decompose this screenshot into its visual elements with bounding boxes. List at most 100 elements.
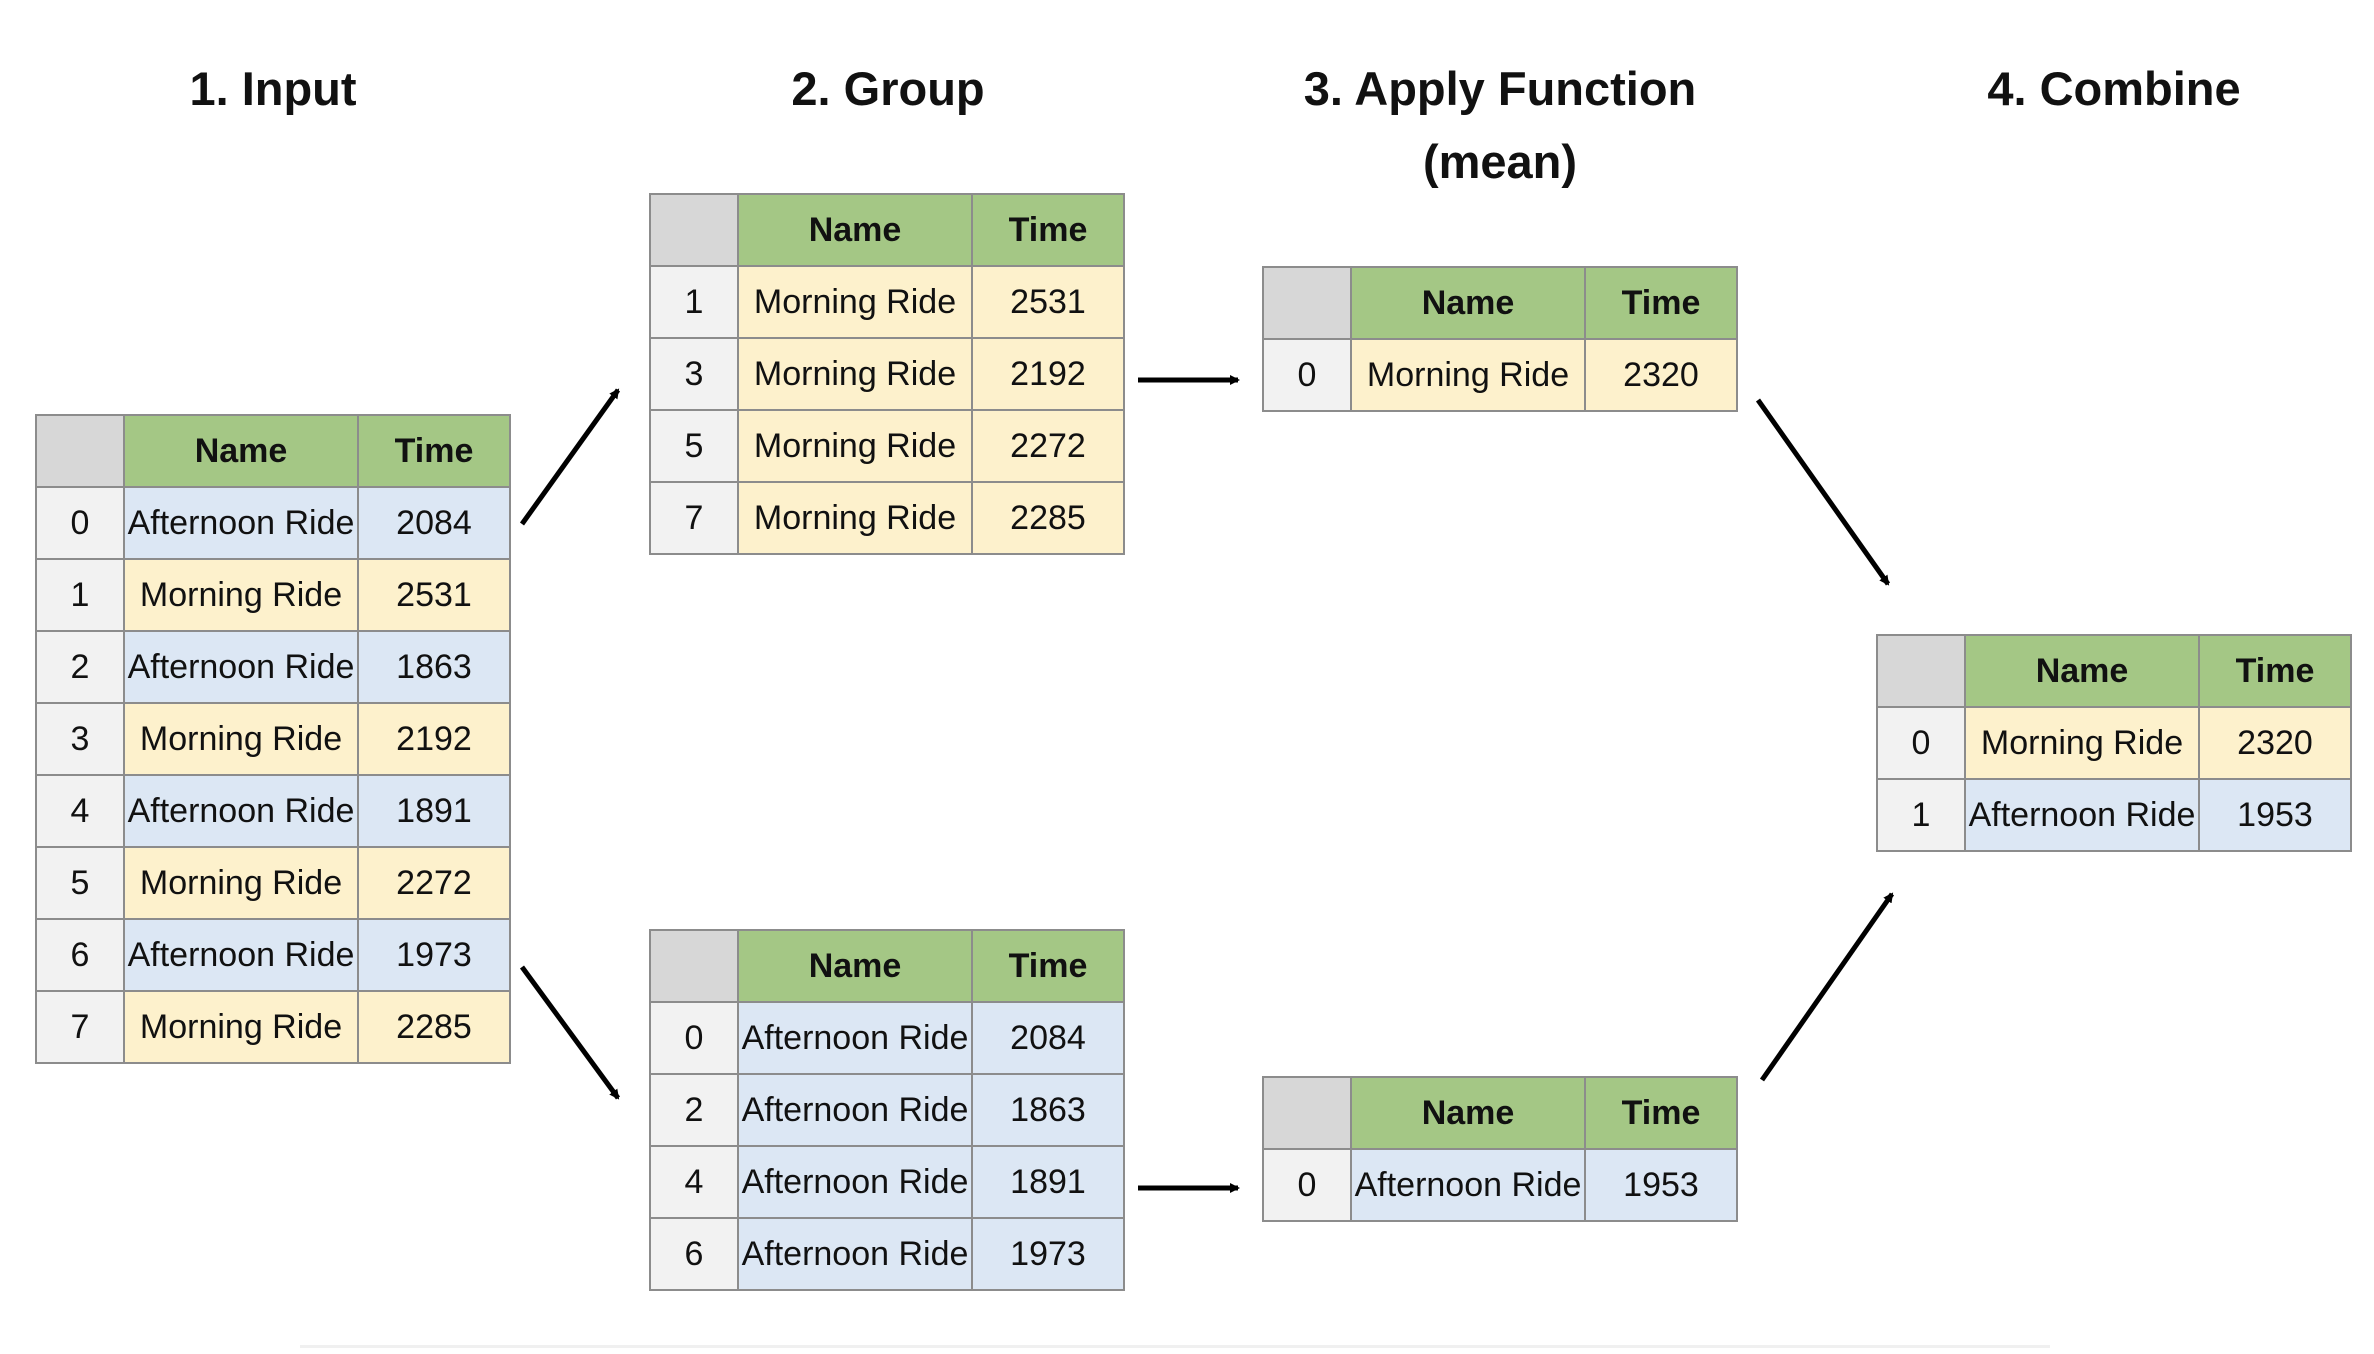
time-cell: 1863 (971, 1073, 1125, 1147)
afternoon-apply-to-combine-arrow (1759, 892, 1895, 1082)
header-row: Name Time (1262, 1076, 1738, 1150)
name-cell: Afternoon Ride (123, 486, 359, 560)
row-index-cell: 7 (35, 990, 125, 1064)
row-index-cell: 0 (1876, 706, 1966, 780)
row-index-cell: 2 (35, 630, 125, 704)
header-row: Name Time (1876, 634, 2352, 708)
row-index-cell: 0 (1262, 1148, 1352, 1222)
row-index-cell: 6 (35, 918, 125, 992)
name-column-header: Name (1350, 1076, 1586, 1150)
apply-heading-line1: 3. Apply Function (1303, 62, 1697, 115)
time-cell: 1953 (2198, 778, 2352, 852)
time-column-header: Time (1584, 266, 1738, 340)
time-cell: 1891 (357, 774, 511, 848)
time-cell: 2531 (357, 558, 511, 632)
name-cell: Morning Ride (737, 265, 973, 339)
time-cell: 2192 (971, 337, 1125, 411)
row-index-cell: 0 (649, 1001, 739, 1075)
row-index-cell: 6 (649, 1217, 739, 1291)
time-cell: 2272 (357, 846, 511, 920)
input-heading-text: 1. Input (189, 62, 357, 115)
corner-cell (1876, 634, 1966, 708)
row-index-cell: 1 (649, 265, 739, 339)
name-cell: Afternoon Ride (123, 918, 359, 992)
name-cell: Morning Ride (737, 337, 973, 411)
name-cell: Morning Ride (123, 990, 359, 1064)
time-cell: 2084 (357, 486, 511, 560)
time-cell: 1953 (1584, 1148, 1738, 1222)
name-cell: Afternoon Ride (737, 1073, 973, 1147)
time-cell: 2320 (1584, 338, 1738, 412)
row-index-cell: 7 (649, 481, 739, 555)
name-cell: Afternoon Ride (737, 1145, 973, 1219)
time-column-header: Time (357, 414, 511, 488)
name-cell: Morning Ride (123, 702, 359, 776)
name-cell: Morning Ride (1350, 338, 1586, 412)
apply-heading: 3. Apply Function (mean) (1250, 52, 1750, 198)
time-cell: 1891 (971, 1145, 1125, 1219)
time-cell: 1973 (971, 1217, 1125, 1291)
name-cell: Afternoon Ride (1964, 778, 2200, 852)
row-index-cell: 1 (35, 558, 125, 632)
corner-cell (649, 193, 739, 267)
bottom-divider (300, 1345, 2050, 1348)
name-column-header: Name (737, 929, 973, 1003)
time-cell: 2531 (971, 265, 1125, 339)
header-row: Name Time (649, 929, 1125, 1003)
row-index-cell: 0 (35, 486, 125, 560)
name-column-header: Name (1350, 266, 1586, 340)
row-index-cell: 1 (1876, 778, 1966, 852)
apply-heading-line2: (mean) (1422, 135, 1578, 188)
corner-cell (1262, 1076, 1352, 1150)
input-to-morning-group-arrow (519, 388, 621, 526)
row-index-cell: 5 (649, 409, 739, 483)
name-cell: Morning Ride (123, 846, 359, 920)
header-row: Name Time (649, 193, 1125, 267)
name-cell: Afternoon Ride (737, 1001, 973, 1075)
row-index-cell: 4 (649, 1145, 739, 1219)
time-column-header: Time (1584, 1076, 1738, 1150)
name-column-header: Name (123, 414, 359, 488)
time-cell: 1973 (357, 918, 511, 992)
corner-cell (35, 414, 125, 488)
combine-heading: 4. Combine (1864, 52, 2364, 125)
name-cell: Morning Ride (737, 481, 973, 555)
time-cell: 1863 (357, 630, 511, 704)
header-row: Name Time (1262, 266, 1738, 340)
row-index-cell: 2 (649, 1073, 739, 1147)
time-column-header: Time (971, 929, 1125, 1003)
group-heading-text: 2. Group (791, 62, 985, 115)
row-index-cell: 0 (1262, 338, 1352, 412)
name-cell: Morning Ride (737, 409, 973, 483)
time-cell: 2192 (357, 702, 511, 776)
time-cell: 2285 (971, 481, 1125, 555)
input-heading: 1. Input (23, 52, 523, 125)
input-to-afternoon-group-arrow (519, 965, 621, 1100)
time-cell: 2320 (2198, 706, 2352, 780)
name-cell: Afternoon Ride (123, 774, 359, 848)
time-cell: 2272 (971, 409, 1125, 483)
time-cell: 2084 (971, 1001, 1125, 1075)
header-row: Name Time (35, 414, 511, 488)
